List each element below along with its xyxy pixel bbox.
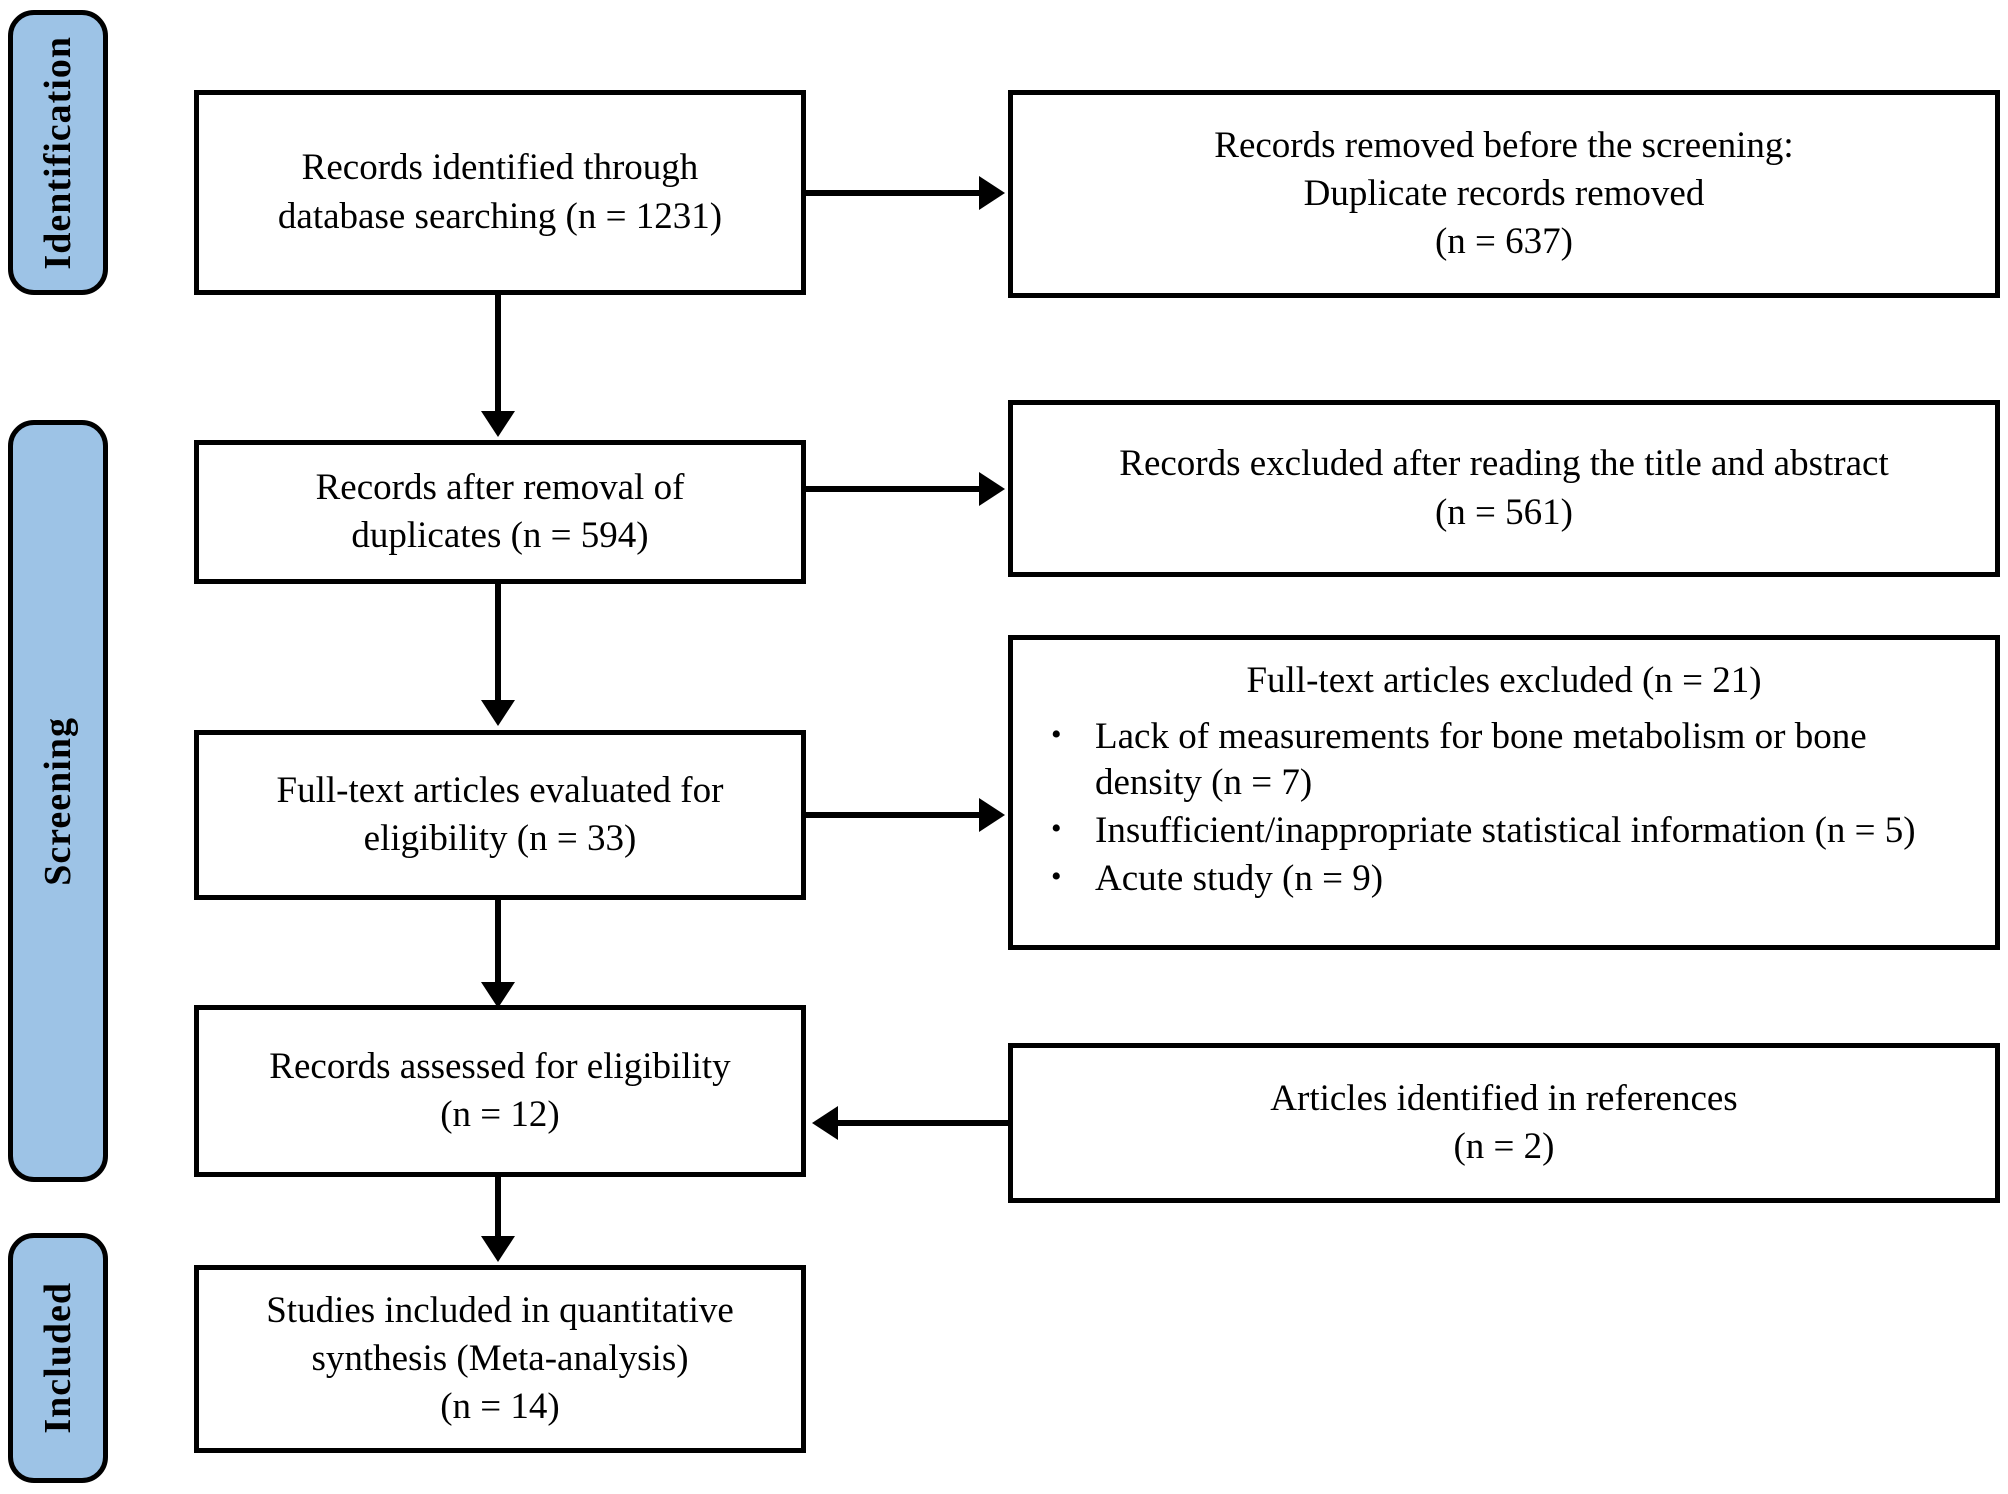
box-fulltext-excluded: Full-text articles excluded (n = 21) • L… <box>1008 635 2000 950</box>
arrowhead-right-to-excluded <box>979 472 1005 506</box>
connector-references-to-assessed <box>838 1120 1010 1126</box>
arrowhead-right-to-removed <box>979 176 1005 210</box>
list-item: • Lack of measurements for bone metaboli… <box>1029 714 1979 806</box>
box-records-assessed-text: Records assessed for eligibility (n = 12… <box>269 1045 731 1135</box>
arrowhead-down-to-included <box>481 1236 515 1262</box>
list-item-label: Lack of measurements for bone metabolism… <box>1095 716 1867 804</box>
arrowhead-right-to-fulltext-excluded <box>979 798 1005 832</box>
connector-after-duplicates-to-excluded <box>801 486 981 492</box>
stage-label-identification: Identification <box>37 35 79 270</box>
stage-label-screening: Screening <box>37 716 79 886</box>
box-records-removed-before-screening: Records removed before the screening: Du… <box>1008 90 2000 298</box>
box-records-identified-text: Records identified through database sear… <box>277 147 723 237</box>
box-fulltext-evaluated-text: Full-text articles evaluated for eligibi… <box>276 769 724 859</box>
list-item: • Acute study (n = 9) <box>1029 856 1979 902</box>
stage-bar-screening: Screening <box>8 420 108 1182</box>
arrowhead-down-to-after-duplicates <box>481 411 515 437</box>
box-articles-from-references-text: Articles identified in references (n = 2… <box>1270 1077 1738 1167</box>
box-records-after-duplicates: Records after removal of duplicates (n =… <box>194 440 806 584</box>
box-articles-from-references: Articles identified in references (n = 2… <box>1008 1043 2000 1203</box>
list-item: • Insufficient/inappropriate statistical… <box>1029 808 1979 854</box>
stage-label-included: Included <box>37 1282 79 1434</box>
box-studies-included: Studies included in quantitative synthes… <box>194 1265 806 1453</box>
fulltext-excluded-list: • Lack of measurements for bone metaboli… <box>1029 714 1979 904</box>
connector-assessed-to-included <box>495 1177 501 1239</box>
connector-fulltext-to-fulltext-excluded <box>801 812 981 818</box>
arrowhead-down-to-fulltext <box>481 700 515 726</box>
box-records-excluded-title-abstract-text: Records excluded after reading the title… <box>1119 443 1889 533</box>
connector-fulltext-to-assessed <box>495 900 501 986</box>
box-fulltext-excluded-title: Full-text articles excluded (n = 21) <box>1246 660 1762 701</box>
arrowhead-left-to-assessed <box>812 1106 838 1140</box>
box-records-removed-before-screening-text: Records removed before the screening: Du… <box>1214 124 1794 263</box>
list-item-label: Insufficient/inappropriate statistical i… <box>1095 810 1916 851</box>
box-fulltext-evaluated: Full-text articles evaluated for eligibi… <box>194 730 806 900</box>
list-item-label: Acute study (n = 9) <box>1095 857 1384 899</box>
box-records-identified: Records identified through database sear… <box>194 90 806 295</box>
bullet-icon: • <box>1051 812 1062 845</box>
stage-bar-included: Included <box>8 1233 108 1483</box>
bullet-icon: • <box>1051 859 1062 893</box>
connector-after-duplicates-to-fulltext <box>495 584 501 702</box>
box-records-after-duplicates-text: Records after removal of duplicates (n =… <box>315 466 685 556</box>
bullet-icon: • <box>1051 718 1062 752</box>
connector-identified-to-after-duplicates <box>495 293 501 413</box>
arrowhead-down-to-assessed <box>481 982 515 1008</box>
box-records-assessed: Records assessed for eligibility (n = 12… <box>194 1005 806 1177</box>
box-records-excluded-title-abstract: Records excluded after reading the title… <box>1008 400 2000 577</box>
stage-bar-identification: Identification <box>8 10 108 295</box>
box-studies-included-text: Studies included in quantitative synthes… <box>266 1289 734 1428</box>
connector-identified-to-removed <box>801 190 981 196</box>
